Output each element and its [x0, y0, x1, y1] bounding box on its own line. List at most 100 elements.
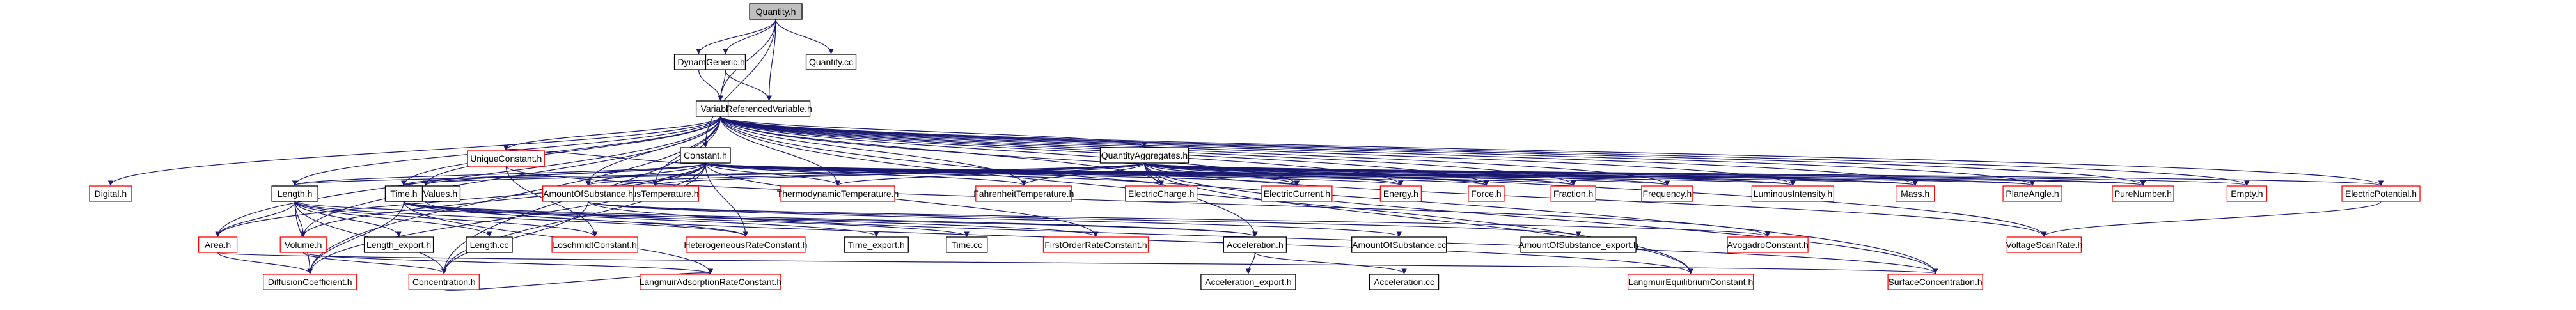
- node-label: LoschmidtConstant.h: [553, 240, 637, 250]
- node-box: [1351, 236, 1447, 253]
- node-time-cc[interactable]: Time.cc: [946, 236, 988, 253]
- edge-variable_h-to-empty_h: [720, 116, 2250, 186]
- node-box: [727, 100, 811, 117]
- node-box: [686, 236, 806, 253]
- node-label: Length.cc: [470, 240, 509, 250]
- node-length-cc[interactable]: Length.cc: [466, 236, 513, 253]
- edge-quantityaggregates_h-to-surfaceconcentration_h: [1143, 162, 1938, 274]
- edge-quantityaggregates_h-to-acceleration_h: [1143, 162, 1258, 237]
- node-avogadroconstant-h[interactable]: AvogadroConstant.h: [1727, 236, 1809, 253]
- edge-constant_h-to-heterogeneousrateconstant_h: [705, 162, 749, 237]
- node-luminousintensity-h[interactable]: LuminousIntensity.h: [1751, 185, 1835, 202]
- node-time-h[interactable]: Time.h: [384, 185, 423, 202]
- edge-generic_h-to-variable_h: [718, 69, 726, 101]
- node-generic-h[interactable]: Generic.h: [705, 54, 746, 70]
- node-label: Energy.h: [1383, 189, 1418, 199]
- node-label: Volume.h: [285, 240, 322, 250]
- edge-area_h-to-diffusioncoefficient_h: [217, 252, 313, 274]
- edge-amountofsubstance_h-to-amountofsubstance_cc: [588, 201, 1402, 237]
- edge-variable_h-to-digital_h: [107, 116, 721, 186]
- edge-generic_h-to-referencedvariable_h: [725, 69, 772, 101]
- edge-quantity_h-to-dynamic_h: [696, 19, 776, 54]
- node-box: [384, 185, 423, 202]
- node-label: ReferencedVariable.h: [726, 104, 812, 114]
- edge-constant_h-to-purenumber_h: [705, 162, 2146, 186]
- node-box: [2112, 185, 2174, 202]
- node-digital-h[interactable]: Digital.h: [89, 185, 132, 202]
- node-label: Time_export.h: [848, 240, 905, 250]
- edge-quantityaggregates_h-to-frequency_h: [1143, 162, 1670, 186]
- node-thermodynamictemperature-h[interactable]: ThermodynamicTemperature.h: [777, 185, 899, 202]
- node-volume-h[interactable]: Volume.h: [279, 236, 327, 253]
- node-purenumber-h[interactable]: PureNumber.h: [2112, 185, 2174, 202]
- node-firstorderrateconstant-h[interactable]: FirstOrderRateConstant.h: [1042, 236, 1149, 253]
- node-quantity-h[interactable]: Quantity.h: [749, 3, 803, 20]
- node-label: LuminousIntensity.h: [1754, 189, 1832, 199]
- edge-length_h-to-area_h: [215, 201, 295, 237]
- node-mass-h[interactable]: Mass.h: [1896, 185, 1935, 202]
- node-langmuiradsorptionrateconstant-h[interactable]: LangmuirAdsorptionRateConstant.h: [640, 274, 782, 290]
- node-label: AmountOfSubstance_export.h: [1518, 240, 1638, 250]
- node-box: [1887, 274, 1983, 290]
- node-box: [1468, 185, 1505, 202]
- node-label: FirstOrderRateConstant.h: [1044, 240, 1147, 250]
- node-uniqueconstant-h[interactable]: UniqueConstant.h: [467, 150, 545, 167]
- node-box: [2341, 185, 2421, 202]
- node-loschmidtconstant-h[interactable]: LoschmidtConstant.h: [551, 236, 638, 253]
- node-box: [2226, 185, 2268, 202]
- node-box: [640, 274, 781, 290]
- node-quantityaggregates-h[interactable]: QuantityAggregates.h: [1099, 147, 1190, 164]
- node-acceleration-cc[interactable]: Acceleration.cc: [1369, 274, 1440, 290]
- node-heterogeneousrateconstant-h[interactable]: HeterogeneousRateConstant.h: [684, 236, 807, 253]
- node-label: ElectricPotential.h: [2345, 189, 2417, 199]
- node-length-h[interactable]: Length.h: [271, 185, 318, 202]
- node-label: Area.h: [205, 240, 231, 250]
- edge-constant_h-to-electriccharge_h: [705, 162, 1164, 186]
- edge-variable_h-to-purenumber_h: [720, 116, 2146, 186]
- node-planeangle-h[interactable]: PlaneAngle.h: [2002, 185, 2062, 202]
- node-fraction-h[interactable]: Fraction.h: [1550, 185, 1596, 202]
- node-energy-h[interactable]: Energy.h: [1379, 185, 1422, 202]
- node-box: [749, 3, 803, 20]
- node-amountofsubstance-export-h[interactable]: AmountOfSubstance_export.h: [1518, 236, 1638, 253]
- node-amountofsubstance-cc[interactable]: AmountOfSubstance.cc: [1351, 236, 1447, 253]
- node-box: [551, 236, 638, 253]
- node-box: [363, 236, 434, 253]
- node-empty-h[interactable]: Empty.h: [2226, 185, 2268, 202]
- node-electriccharge-h[interactable]: ElectricCharge.h: [1125, 185, 1198, 202]
- node-box: [467, 150, 545, 167]
- node-concentration-h[interactable]: Concentration.h: [408, 274, 480, 290]
- edge-volume_h-to-langmuiradsorptionrateconstant_h: [302, 252, 713, 274]
- node-length-export-h[interactable]: Length_export.h: [363, 236, 434, 253]
- node-box: [2006, 236, 2082, 253]
- node-label: ElectricCurrent.h: [1264, 189, 1330, 199]
- node-acceleration-export-h[interactable]: Acceleration_export.h: [1200, 274, 1296, 290]
- node-fahrenheittemperature-h[interactable]: FahrenheitTemperature.h: [973, 185, 1074, 202]
- node-frequency-h[interactable]: Frequency.h: [1641, 185, 1693, 202]
- node-electriccurrent-h[interactable]: ElectricCurrent.h: [1261, 185, 1333, 202]
- node-label: Quantity.h: [756, 6, 796, 17]
- node-voltagescanrate-h[interactable]: VoltageScanRate.h: [2006, 236, 2082, 253]
- node-label: Time.cc: [951, 240, 982, 250]
- edge-constant_h-to-length_h: [292, 162, 706, 186]
- node-diffusioncoefficient-h[interactable]: DiffusionCoefficient.h: [263, 274, 357, 290]
- edge-concentration_h-to-langmuiradsorptionrateconstant_h: [443, 268, 713, 291]
- node-acceleration-h[interactable]: Acceleration.h: [1223, 236, 1287, 253]
- node-surfaceconcentration-h[interactable]: SurfaceConcentration.h: [1887, 274, 1983, 290]
- node-amountofsubstance-h[interactable]: AmountOfSubstance.h: [542, 185, 634, 202]
- node-area-h[interactable]: Area.h: [198, 236, 238, 253]
- node-constant-h[interactable]: Constant.h: [680, 147, 731, 164]
- node-time-export-h[interactable]: Time_export.h: [844, 236, 909, 253]
- node-quantity-cc[interactable]: Quantity.cc: [805, 54, 857, 70]
- edge-acceleration_h-to-acceleration_cc: [1254, 252, 1407, 274]
- node-langmuirequilibriumconstant-h[interactable]: LangmuirEquilibriumConstant.h: [1627, 274, 1754, 290]
- node-electricpotential-h[interactable]: ElectricPotential.h: [2341, 185, 2421, 202]
- node-referencedvariable-h[interactable]: ReferencedVariable.h: [726, 100, 812, 117]
- node-force-h[interactable]: Force.h: [1468, 185, 1505, 202]
- node-box: [1727, 236, 1809, 253]
- node-label: Generic.h: [706, 57, 745, 67]
- edge-quantity_h-to-generic_h: [723, 19, 776, 54]
- node-box: [946, 236, 988, 253]
- node-box: [466, 236, 513, 253]
